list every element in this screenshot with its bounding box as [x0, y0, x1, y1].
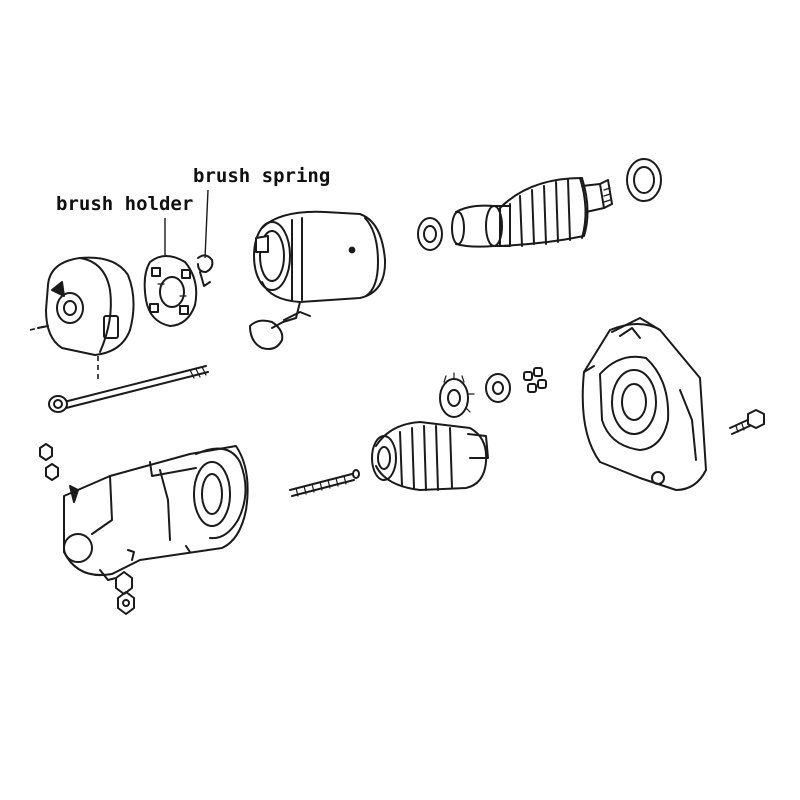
field-frame — [249, 210, 387, 350]
label-brush-holder: brush holder — [56, 193, 193, 215]
armature — [451, 177, 613, 248]
through-bolt — [48, 365, 209, 413]
mounting-bolt — [729, 409, 765, 435]
drive-housing — [581, 317, 707, 491]
end-cover-left-dash — [29, 325, 47, 331]
starter-clutch — [371, 421, 489, 491]
label-brush-spring: brush spring — [193, 165, 330, 187]
pinion-gear — [439, 372, 475, 418]
return-spring — [289, 469, 360, 497]
armature-bearing-rear — [417, 217, 443, 251]
nut-small-1 — [39, 443, 53, 461]
armature-bearing-front — [626, 158, 662, 202]
main-housing — [63, 445, 249, 581]
leader-brush-spring — [204, 189, 209, 259]
brush-spring — [197, 254, 214, 287]
end-cover — [37, 256, 135, 356]
nut-small-2 — [45, 463, 59, 481]
retainer-clip — [523, 367, 547, 393]
brush-holder — [143, 255, 198, 327]
terminal-nut — [115, 571, 135, 615]
retainer-washer — [485, 373, 511, 403]
